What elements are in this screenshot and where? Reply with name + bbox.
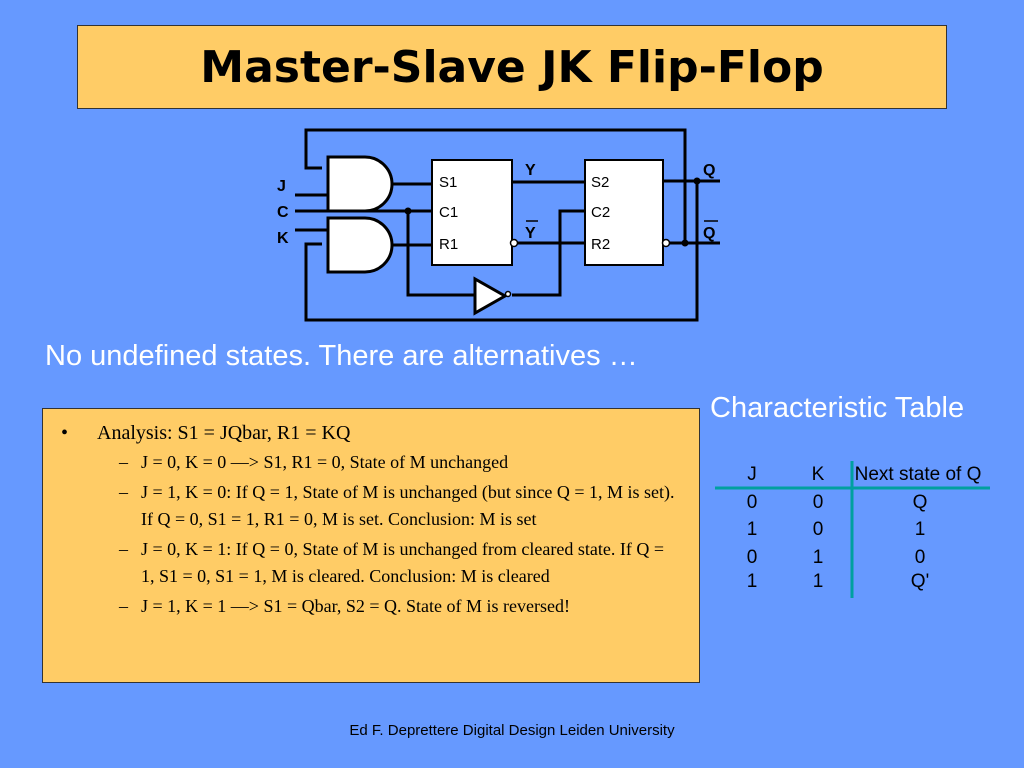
characteristic-table-title: Characteristic Table	[710, 392, 965, 424]
junction-dot	[404, 207, 412, 215]
table-header-k: K	[812, 464, 825, 485]
table-cell: 1	[813, 571, 824, 592]
slave-c-label: C2	[591, 204, 610, 221]
table-cell: Q'	[911, 571, 929, 592]
table-cell: Q	[913, 492, 928, 513]
feedback-wire-q	[304, 181, 699, 322]
slave-s-label: S2	[591, 174, 609, 191]
input-label-j: J	[277, 178, 286, 195]
input-label-k: K	[277, 230, 289, 247]
inverter-bubble	[504, 290, 512, 298]
master-r-label: R1	[439, 236, 458, 253]
master-s-label: S1	[439, 174, 457, 191]
master-inversion-bubble	[509, 238, 519, 248]
jk-flip-flop-circuit: J C K Y Y Q Q S1 C1 R1 S2 C2 R2	[277, 128, 720, 322]
table-cell: 0	[915, 547, 926, 568]
analysis-heading-item: • Analysis: S1 = JQbar, R1 = KQ	[57, 421, 681, 445]
footer-text: Ed F. Deprettere Digital Design Leiden U…	[349, 722, 675, 739]
title-box: Master-Slave JK Flip-Flop	[77, 25, 947, 109]
list-item-text: J = 0, K = 1: If Q = 0, State of M is un…	[141, 539, 664, 586]
label-y: Y	[525, 162, 536, 179]
and-gate-j	[326, 155, 394, 213]
dash-marker: –	[119, 452, 128, 472]
label-ybar: Y	[525, 225, 536, 242]
table-cell: 1	[915, 519, 926, 540]
inverter-to-c2	[512, 209, 585, 297]
list-item: –J = 1, K = 1 —> S1 = Qbar, S2 = Q. Stat…	[119, 593, 681, 620]
analysis-list: –J = 0, K = 0 —> S1, R1 = 0, State of M …	[57, 449, 681, 620]
table-cell: 0	[813, 519, 824, 540]
table-cell: 1	[747, 571, 758, 592]
table-cell: 0	[813, 492, 824, 513]
list-item-text: J = 0, K = 0 —> S1, R1 = 0, State of M u…	[141, 452, 509, 472]
list-item: –J = 1, K = 0: If Q = 1, State of M is u…	[119, 479, 681, 533]
feedback-wire-qbar	[304, 128, 687, 243]
clock-inverter	[473, 276, 509, 316]
junction-dot	[693, 177, 701, 185]
slave-inversion-bubble	[661, 238, 671, 248]
label-qbar: Q	[703, 225, 715, 242]
dash-marker: –	[119, 539, 128, 559]
slide-title: Master-Slave JK Flip-Flop	[200, 41, 824, 93]
list-item-text: J = 1, K = 1 —> S1 = Qbar, S2 = Q. State…	[141, 596, 570, 616]
dash-marker: –	[119, 482, 128, 502]
slave-latch	[584, 159, 664, 266]
label-q: Q	[703, 162, 715, 179]
analysis-heading: Analysis: S1 = JQbar, R1 = KQ	[97, 422, 351, 444]
characteristic-table: J K Next state of Q 0 0 Q 1 0 1 0 1 0 1 …	[715, 461, 990, 598]
dash-marker: –	[119, 596, 128, 616]
table-header-next: Next state of Q	[855, 464, 982, 485]
list-item-text: J = 1, K = 0: If Q = 1, State of M is un…	[141, 482, 675, 529]
junction-dot	[681, 239, 689, 247]
table-header-j: J	[747, 464, 757, 485]
input-label-c: C	[277, 204, 289, 221]
intro-text: No undefined states. There are alternati…	[45, 340, 638, 372]
table-cell: 0	[747, 492, 758, 513]
and-gate-k	[326, 216, 394, 274]
bullet-marker: •	[61, 422, 69, 444]
master-latch	[431, 159, 513, 266]
slave-r-label: R2	[591, 236, 610, 253]
list-item: –J = 0, K = 1: If Q = 0, State of M is u…	[119, 536, 681, 590]
clock-to-inverter	[406, 211, 475, 297]
list-item: –J = 0, K = 0 —> S1, R1 = 0, State of M …	[119, 449, 681, 476]
table-cell: 0	[747, 547, 758, 568]
table-cell: 1	[747, 519, 758, 540]
master-c-label: C1	[439, 204, 458, 221]
table-cell: 1	[813, 547, 824, 568]
analysis-box: • Analysis: S1 = JQbar, R1 = KQ –J = 0, …	[42, 408, 700, 683]
